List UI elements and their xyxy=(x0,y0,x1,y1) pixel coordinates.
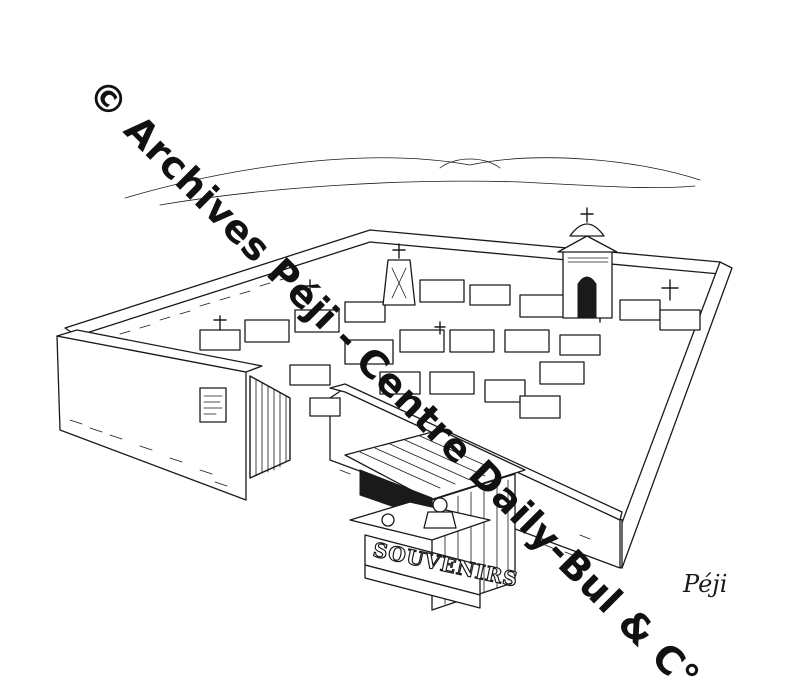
chapel xyxy=(558,208,617,318)
tomb xyxy=(380,372,420,394)
tomb xyxy=(310,398,340,416)
tomb xyxy=(295,310,339,332)
tombstones xyxy=(200,280,700,418)
tomb xyxy=(345,340,393,364)
tomb xyxy=(345,302,385,322)
tomb xyxy=(620,300,660,320)
tomb xyxy=(520,295,564,317)
cemetery-notice-board xyxy=(200,388,226,422)
tomb xyxy=(540,362,584,384)
tomb xyxy=(560,335,600,355)
skull-souvenir xyxy=(382,514,394,526)
cemetery-wall-left xyxy=(57,330,262,500)
tomb xyxy=(505,330,549,352)
tomb xyxy=(420,280,464,302)
shopkeeper-head xyxy=(433,498,447,512)
cemetery-gate xyxy=(250,376,290,478)
souvenir-stall: SOUVENIRS xyxy=(345,430,525,610)
tomb xyxy=(200,330,240,350)
artist-signature: Péji xyxy=(682,570,727,598)
monument xyxy=(383,244,415,305)
tomb xyxy=(290,365,330,385)
cemetery-cartoon-illustration: SOUVENIRS Péji xyxy=(0,0,800,656)
tomb xyxy=(430,372,474,394)
horizon-hills xyxy=(125,158,700,205)
tomb xyxy=(470,285,510,305)
tomb xyxy=(400,330,444,352)
tomb xyxy=(485,380,525,402)
tomb xyxy=(520,396,560,418)
tomb xyxy=(660,310,700,330)
tomb xyxy=(245,320,289,342)
tomb xyxy=(450,330,494,352)
